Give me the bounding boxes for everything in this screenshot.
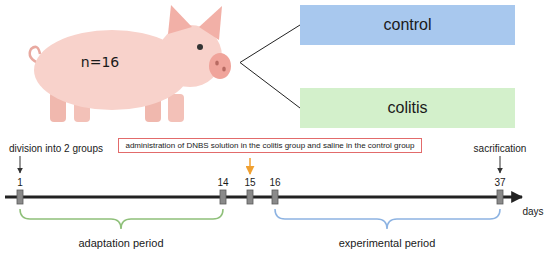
day-number: 37 [494, 177, 505, 188]
pointer-arrow [20, 156, 21, 173]
pig-nostril [215, 61, 219, 66]
box-text: control [383, 16, 431, 34]
pig-snout [209, 53, 231, 79]
event-label: division into 2 groups [9, 143, 103, 154]
event-label: sacrification [474, 143, 527, 154]
group-box: control [300, 5, 515, 45]
pointer-arrow [500, 156, 501, 173]
day-tick [247, 190, 253, 204]
day-number: 14 [217, 177, 228, 188]
day-tick [497, 190, 503, 204]
box-text: administration of DNBS solution in the c… [125, 141, 414, 150]
axis-unit: days [522, 206, 543, 217]
period-label: experimental period [339, 237, 436, 249]
timeline-axis [5, 196, 522, 199]
day-number: 15 [244, 177, 255, 188]
sample-size: n=16 [81, 54, 119, 70]
pig-ear [199, 6, 222, 40]
pointer-arrow [249, 158, 251, 174]
group-box: colitis [300, 88, 515, 128]
pig-eye [197, 44, 203, 50]
period-label: adaptation period [78, 237, 163, 249]
pig-leg [168, 94, 184, 122]
timeline-ticks [17, 190, 503, 204]
period-brace [20, 209, 223, 229]
pig-nostril [222, 67, 226, 72]
pig-illustration [30, 5, 231, 122]
group-connector [240, 63, 300, 109]
box-text: colitis [387, 99, 427, 117]
day-tick [17, 190, 23, 204]
pig-ear [168, 5, 192, 34]
day-tick [272, 190, 278, 204]
animal-group: n=16 [5, 0, 240, 125]
group-connector [240, 25, 300, 63]
day-tick [220, 190, 226, 204]
period-brace [275, 209, 500, 229]
note-box: administration of DNBS solution in the c… [118, 138, 422, 153]
day-number: 1 [17, 177, 23, 188]
day-number: 16 [269, 177, 280, 188]
